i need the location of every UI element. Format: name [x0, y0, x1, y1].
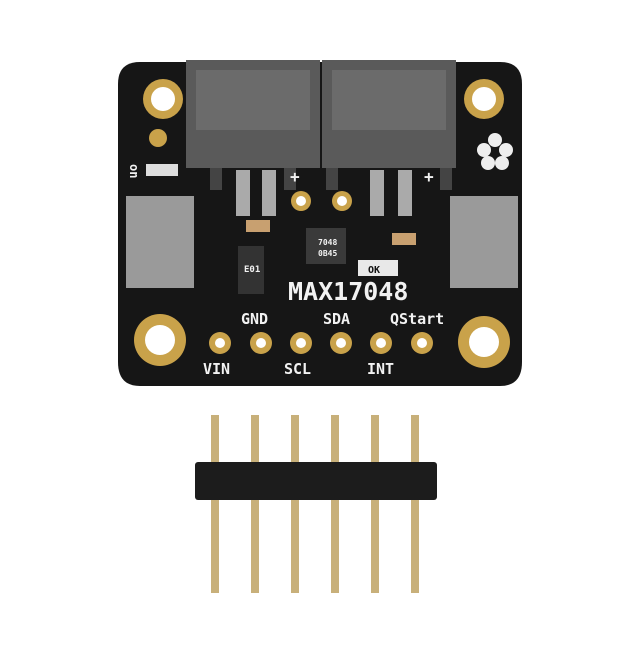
pin-label-scl: SCL	[284, 360, 311, 378]
plus-label: +	[290, 167, 300, 186]
mounting-holes	[134, 79, 510, 368]
pin-label-gnd: GND	[241, 310, 268, 328]
switch-label: on	[127, 164, 141, 178]
chip-name-label: MAX17048	[288, 277, 408, 306]
chip-marking: 7048	[318, 238, 337, 247]
pin-label-vin: VIN	[203, 360, 230, 378]
pin-label-int: INT	[367, 360, 394, 378]
plus-label: +	[424, 167, 434, 186]
fuel-gauge-chip	[306, 228, 346, 264]
ok-label: OK	[368, 265, 380, 276]
pin-label-sda: SDA	[323, 310, 350, 328]
stemma-connector-left	[126, 196, 194, 288]
jst-connector-left	[186, 60, 320, 216]
pin-label-qstart: QStart	[390, 310, 444, 328]
pin-pads	[209, 332, 433, 354]
resistor-marking: E01	[244, 265, 260, 275]
adafruit-flower-logo	[477, 133, 513, 170]
chip-marking: 0B45	[318, 249, 337, 258]
pin-header	[195, 415, 437, 593]
led	[146, 164, 178, 176]
jst-connector-right	[322, 60, 456, 216]
stemma-connector-right	[450, 196, 518, 288]
